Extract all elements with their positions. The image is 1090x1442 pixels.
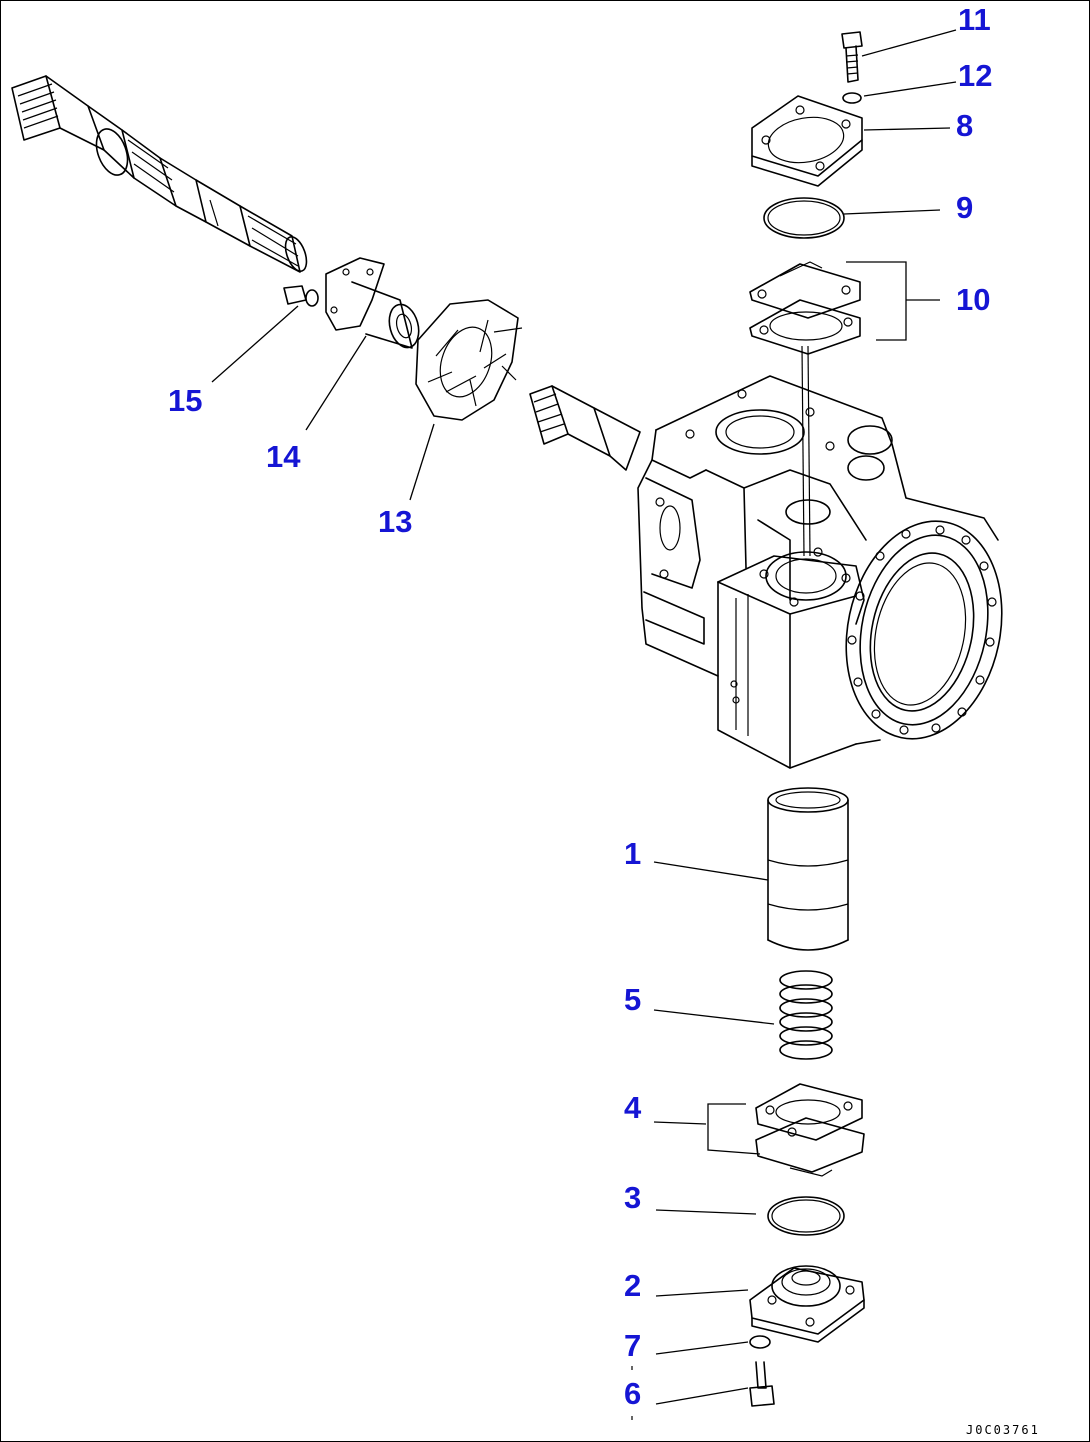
part-5-spring (779, 970, 833, 1060)
callout-13: 13 (378, 504, 412, 539)
part-14-housing (325, 257, 420, 349)
callout-9: 9 (956, 190, 973, 225)
callout-11: 11 (958, 2, 991, 37)
part-11-bolt (841, 31, 863, 83)
part-9-oring (763, 197, 845, 239)
callout-5: 5 (624, 982, 641, 1017)
callout-1: 1 (624, 836, 641, 871)
callout-12: 12 (958, 58, 992, 93)
callout-4: 4 (624, 1090, 642, 1125)
callout-2: 2 (624, 1268, 641, 1303)
main-housing (637, 345, 1003, 769)
callout-6: 6 (624, 1376, 641, 1411)
part-1-sleeve (767, 787, 849, 951)
part-13-impeller (415, 299, 523, 421)
callout-14: 14 (266, 439, 301, 474)
callout-15: 15 (168, 383, 202, 418)
callout-10: 10 (956, 282, 990, 317)
callout-labels: 11 12 8 9 10 15 14 13 1 5 4 3 2 7 6 (168, 2, 992, 1411)
input-shaft (529, 385, 641, 471)
callout-8: 8 (956, 108, 973, 143)
part-8-cover (751, 95, 863, 187)
callout-7: 7 (624, 1328, 641, 1363)
output-shaft (11, 75, 308, 273)
part-15-bolt (283, 285, 319, 307)
callout-3: 3 (624, 1180, 641, 1215)
part-10-shims (749, 261, 861, 355)
part-3-oring (767, 1196, 845, 1236)
part-2-cover (749, 1265, 865, 1343)
drawing-number: J0C03761 (966, 1423, 1040, 1437)
part-6-bolt (749, 1361, 775, 1407)
leader-lines (211, 29, 957, 1420)
part-12-washer (842, 92, 862, 104)
part-4-shims (755, 1083, 865, 1177)
part-7-washer (749, 1335, 771, 1349)
